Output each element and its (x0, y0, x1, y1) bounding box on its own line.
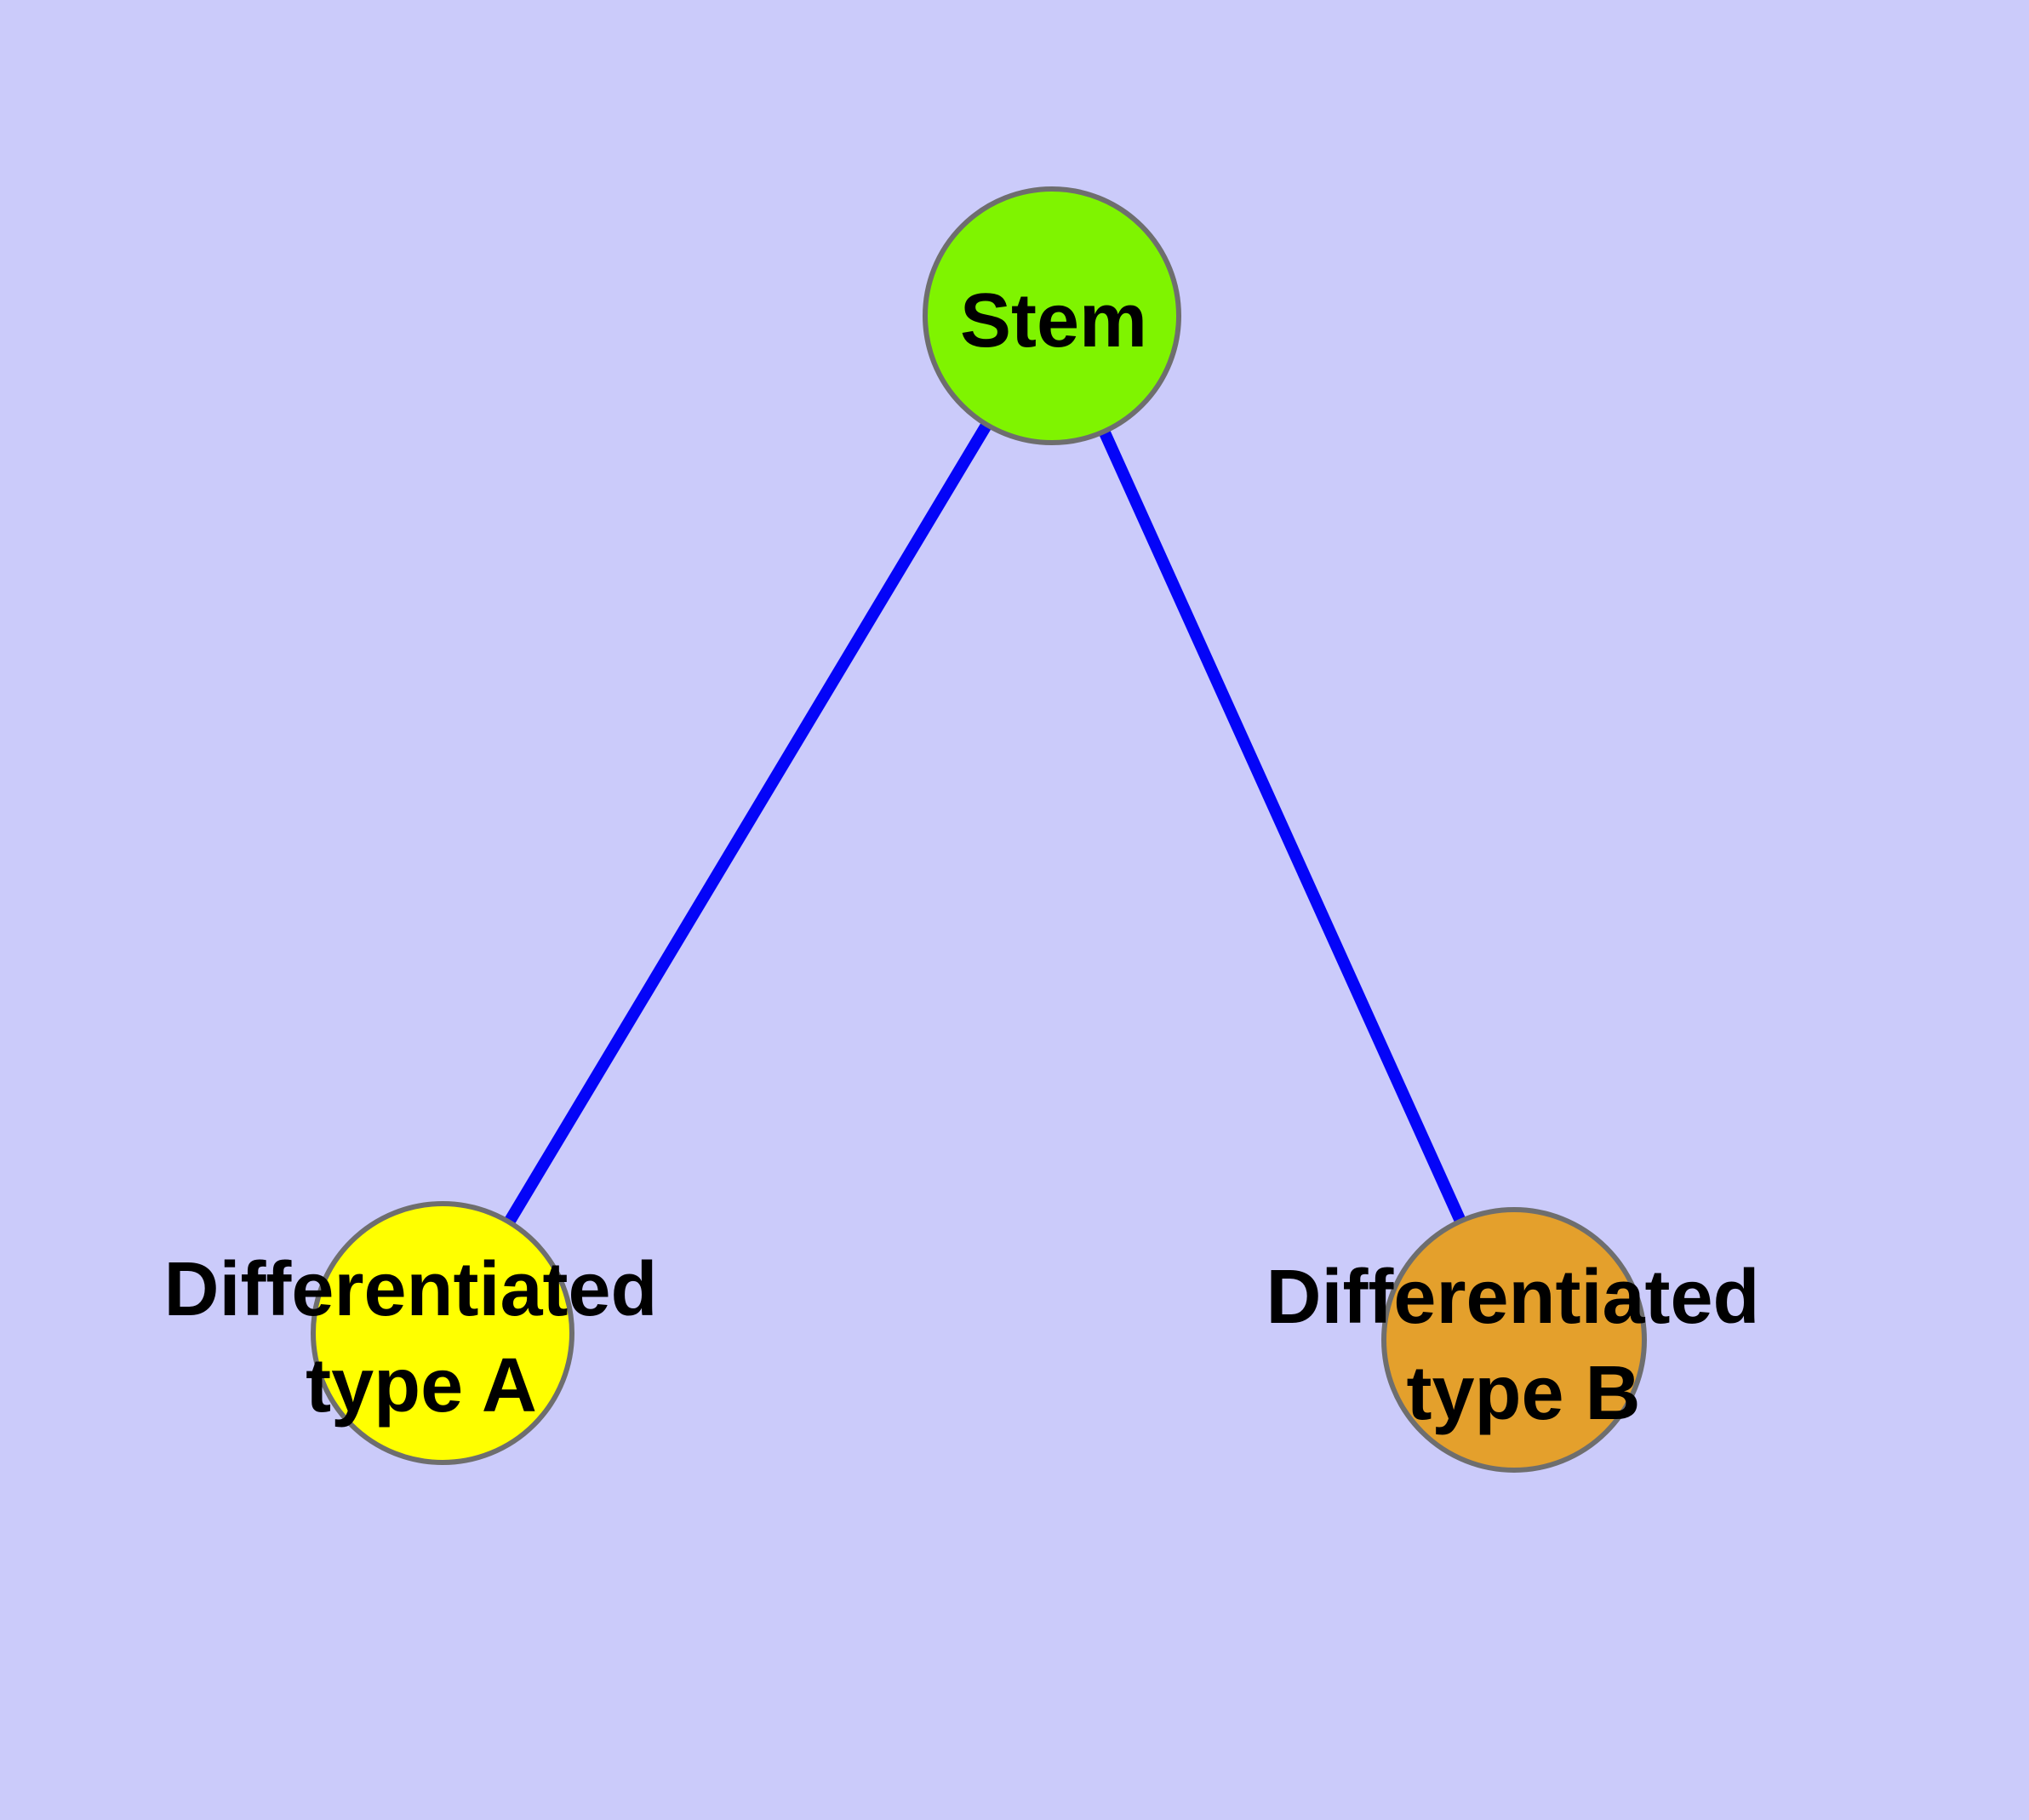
node-type-b-label: Differentiated type B (1266, 1255, 1780, 1436)
edge-stem-to-type-a (437, 312, 1058, 1336)
node-type-a-circle (311, 1201, 574, 1465)
type-b-label-line-2: type B (1406, 1351, 1640, 1436)
node-type-b-circle (1381, 1207, 1647, 1473)
type-a-label-line-1: Differentiated (163, 1247, 657, 1332)
stem-label-line-1: Stem (960, 278, 1147, 363)
type-a-label-line-2: type A (306, 1343, 537, 1428)
edge-stem-to-type-b (1046, 313, 1520, 1342)
node-stem-circle (923, 186, 1181, 445)
type-b-label-line-1: Differentiated (1266, 1255, 1759, 1340)
node-group (311, 186, 1647, 1473)
node-type-a-label: Differentiated type A (163, 1247, 678, 1428)
label-group: Stem Differentiated type A Differentiate… (163, 278, 1780, 1436)
node-stem-label: Stem (960, 278, 1147, 363)
edge-group (437, 312, 1520, 1342)
